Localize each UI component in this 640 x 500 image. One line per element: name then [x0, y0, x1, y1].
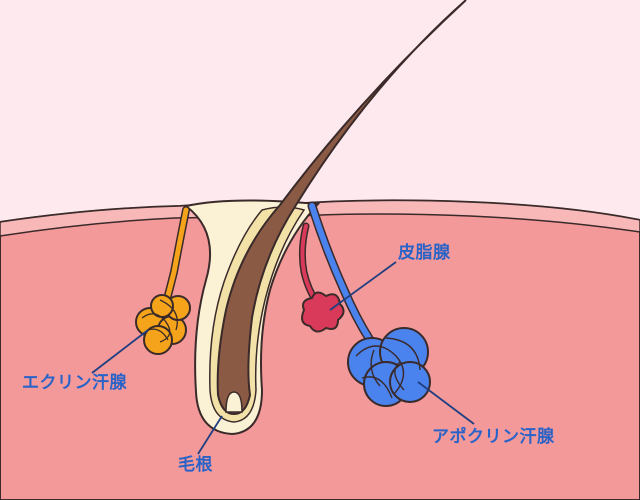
- hair-papilla: [225, 391, 243, 413]
- skin-layer: [0, 199, 640, 500]
- leader-hair-root: [197, 415, 223, 455]
- apocrine-coil-lines: [355, 337, 421, 399]
- hair-shaft: [216, 0, 467, 416]
- leader-sebaceous: [329, 261, 397, 311]
- label-apocrine-sweat-gland: アポクリン汗腺: [432, 427, 555, 447]
- apocrine-duct-fill: [309, 203, 373, 343]
- label-hair-root: 毛根: [178, 455, 213, 475]
- sebaceous-gland: [301, 291, 345, 333]
- eccrine-coil-3: [143, 325, 173, 355]
- apocrine-coil-4: [389, 361, 431, 403]
- leader-eccrine: [91, 329, 149, 374]
- leader-apocrine: [417, 381, 475, 425]
- label-eccrine-sweat-gland: エクリン汗腺: [22, 373, 127, 393]
- label-sebaceous-gland: 皮脂腺: [398, 243, 451, 263]
- eccrine-coil-lines: [141, 299, 178, 343]
- apocrine-sweat-gland: [347, 327, 431, 407]
- leader-lines: [91, 261, 475, 455]
